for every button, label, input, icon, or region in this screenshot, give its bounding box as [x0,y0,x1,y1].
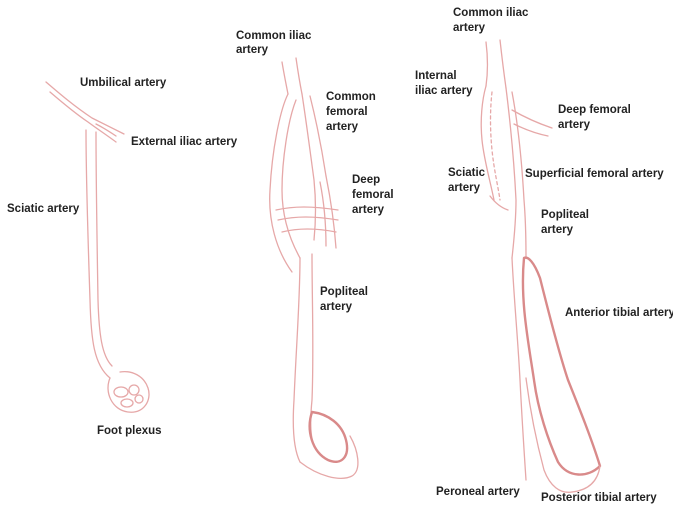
popliteal-vessel-left [293,258,300,462]
label-peroneal-artery: Peroneal artery [436,486,520,498]
common-iliac-vessel-left [486,42,488,86]
label-deep-femoral-line1: Deep [352,174,380,186]
plexus-loop [129,385,139,395]
plexus-loop [135,395,143,403]
label-deep-femoral-line2: artery [558,119,591,131]
label-deep-femoral-line3: artery [352,204,385,216]
common-iliac-vessel-right [296,58,302,94]
internal-iliac-vessel-inner [491,92,501,200]
label-popliteal-line1: Popliteal [320,286,368,298]
label-anterior-tibial-artery: Anterior tibial artery [565,307,673,319]
label-common-femoral-line2: femoral [326,106,368,118]
plexus-loop [121,399,133,407]
internal-iliac-vessel [481,86,494,200]
label-common-iliac-line1: Common iliac [236,30,312,42]
anastomosis [278,217,338,220]
umbilical-artery-vessel-inner [50,92,116,142]
panel-early-stage [46,82,149,412]
sciatic-artery-vessel-left [86,130,110,378]
common-femoral-vessel-left [302,94,316,240]
label-posterior-tibial-artery: Posterior tibial artery [541,492,657,504]
label-common-iliac-line1: Common iliac [453,7,529,19]
anterior-tibial-vessel [523,258,600,475]
label-foot-plexus: Foot plexus [97,425,162,437]
label-common-femoral-line3: artery [326,121,359,133]
anastomosis [282,229,336,232]
label-common-iliac-line2: artery [236,44,269,56]
label-common-femoral-line1: Common [326,91,376,103]
label-internal-iliac-line2: iliac artery [415,85,473,97]
label-deep-femoral-line2: femoral [352,189,394,201]
foot-vessel-outer [300,436,358,478]
plexus-loop [114,387,128,397]
label-popliteal-line2: artery [541,224,574,236]
deep-femoral-vessel-inner [320,182,326,246]
label-popliteal-line1: Popliteal [541,209,589,221]
deep-femoral-vessel-lower [514,124,548,136]
sciatic-loop-outer [270,94,292,272]
anastomosis [276,207,338,210]
label-sciatic-line2: artery [448,182,481,194]
posterior-tibial-vessel [526,378,572,492]
label-deep-femoral-line1: Deep femoral [558,104,631,116]
deep-femoral-vessel [326,176,336,248]
label-popliteal-line2: artery [320,301,353,313]
common-iliac-vessel-left [282,62,288,94]
sciatic-loop-inner [282,100,300,258]
label-internal-iliac-line1: Internal [415,70,457,82]
superficial-femoral-vessel-left [506,88,516,258]
foot-vessel-loop [310,412,347,462]
umbilical-artery-vessel [46,82,124,134]
sciatic-artery-vessel-right [96,132,112,366]
label-external-iliac-artery: External iliac artery [131,136,238,148]
label-sciatic-line1: Sciatic [448,167,486,179]
label-common-iliac-line2: artery [453,22,486,34]
sciatic-remnant [490,196,508,210]
label-superficial-femoral: Superficial femoral artery [525,168,664,180]
label-umbilical-artery: Umbilical artery [80,77,167,89]
common-iliac-vessel-right [500,40,506,88]
label-sciatic-artery: Sciatic artery [7,203,80,215]
